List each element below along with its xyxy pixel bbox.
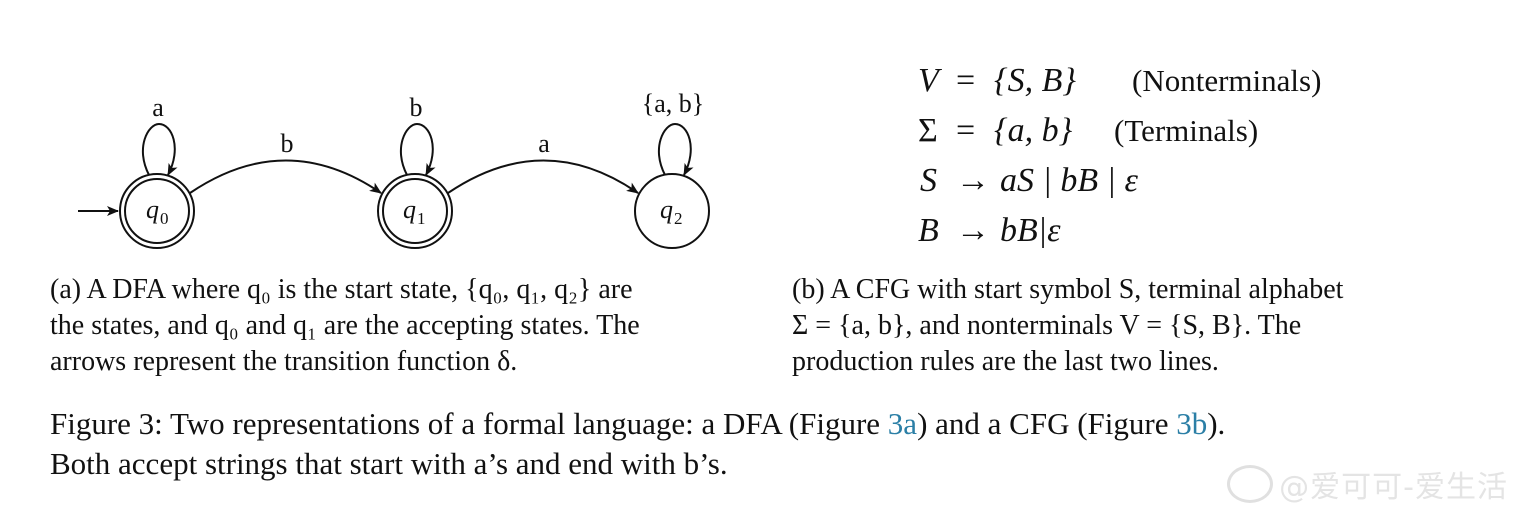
figure-ref-3a-link[interactable]: 3a [887, 406, 918, 441]
state-q1: q 1 [377, 173, 453, 249]
transition-q1-q2 [447, 159, 639, 194]
self-loop-q0 [141, 122, 178, 176]
self-loop-q0-label: a [152, 93, 164, 122]
cfg-line1-rhs: {S, B} [994, 62, 1076, 99]
caption-b-line2: Σ = {a, b}, and nonterminals V = {S, B}.… [792, 310, 1302, 341]
figure-caption-post: ). [1207, 406, 1226, 441]
caption-a-line3: arrows represent the transition function… [50, 346, 518, 377]
transition-q0-q1-label: b [281, 129, 294, 158]
cfg-grammar: V = {S, B} (Nonterminals) Σ = {a, b} (Te… [918, 62, 1321, 249]
cfg-line4-rhs: bB|ε [1000, 212, 1061, 249]
cfg-line1-note: (Nonterminals) [1132, 63, 1321, 98]
state-q2-label: q [660, 195, 673, 224]
figure-caption-mid: ) and a CFG (Figure [917, 406, 1177, 441]
self-loop-q2 [657, 122, 694, 176]
self-loop-q1-label: b [410, 93, 423, 122]
state-q0-sub: 0 [160, 209, 169, 228]
cfg-line3-rhs: aS | bB | ε [1000, 162, 1138, 199]
state-q2-sub: 2 [674, 209, 683, 228]
state-q0-label: q [146, 195, 159, 224]
cfg-line2-lhs: Σ [918, 112, 938, 149]
caption-b: (b) A CFG with start symbol S, terminal … [792, 272, 1476, 380]
caption-a: (a) A DFA where q₀ is the start state, {… [50, 272, 740, 380]
caption-a-line2: the states, and q₀ and q₁ are the accept… [50, 310, 640, 341]
figure-caption-pre: Figure 3: Two representations of a forma… [50, 406, 888, 441]
cfg-line2-op: = [956, 112, 975, 149]
state-q0: q 0 [119, 173, 195, 249]
state-q1-sub: 1 [417, 209, 426, 228]
self-loop-q2-label: {a, b} [642, 89, 705, 118]
watermark-text: @爱可可-爱生活 [1279, 470, 1508, 505]
watermark: @爱可可-爱生活 [1227, 462, 1508, 506]
cfg-line1-lhs: V [918, 62, 943, 99]
cfg-line3-lhs: S [920, 162, 937, 199]
caption-a-line1: (a) A DFA where q₀ is the start state, {… [50, 274, 633, 305]
cfg-line4-lhs: B [918, 212, 939, 249]
cfg-line3-op: → [956, 162, 990, 199]
state-q2: q 2 [634, 173, 710, 249]
cfg-line2-rhs: {a, b} [994, 112, 1073, 149]
figure-caption: Figure 3: Two representations of a forma… [50, 404, 1476, 484]
state-q1-label: q [403, 195, 416, 224]
self-loop-q1 [399, 122, 436, 176]
cfg-line4-op: → [956, 212, 990, 249]
cfg-line2-note: (Terminals) [1114, 113, 1258, 148]
figure-caption-line2: Both accept strings that start with a’s … [50, 446, 728, 481]
dfa-diagram: q 0 q 1 q 2 a b {a, b} b a [78, 89, 710, 249]
transition-q0-q1 [189, 159, 382, 194]
caption-b-line3: production rules are the last two lines. [792, 346, 1219, 377]
transition-q1-q2-label: a [538, 129, 550, 158]
weibo-logo-icon [1227, 465, 1274, 503]
cfg-line1-op: = [956, 62, 975, 99]
caption-b-line1: (b) A CFG with start symbol S, terminal … [792, 274, 1344, 305]
figure-ref-3b-link[interactable]: 3b [1176, 406, 1208, 441]
